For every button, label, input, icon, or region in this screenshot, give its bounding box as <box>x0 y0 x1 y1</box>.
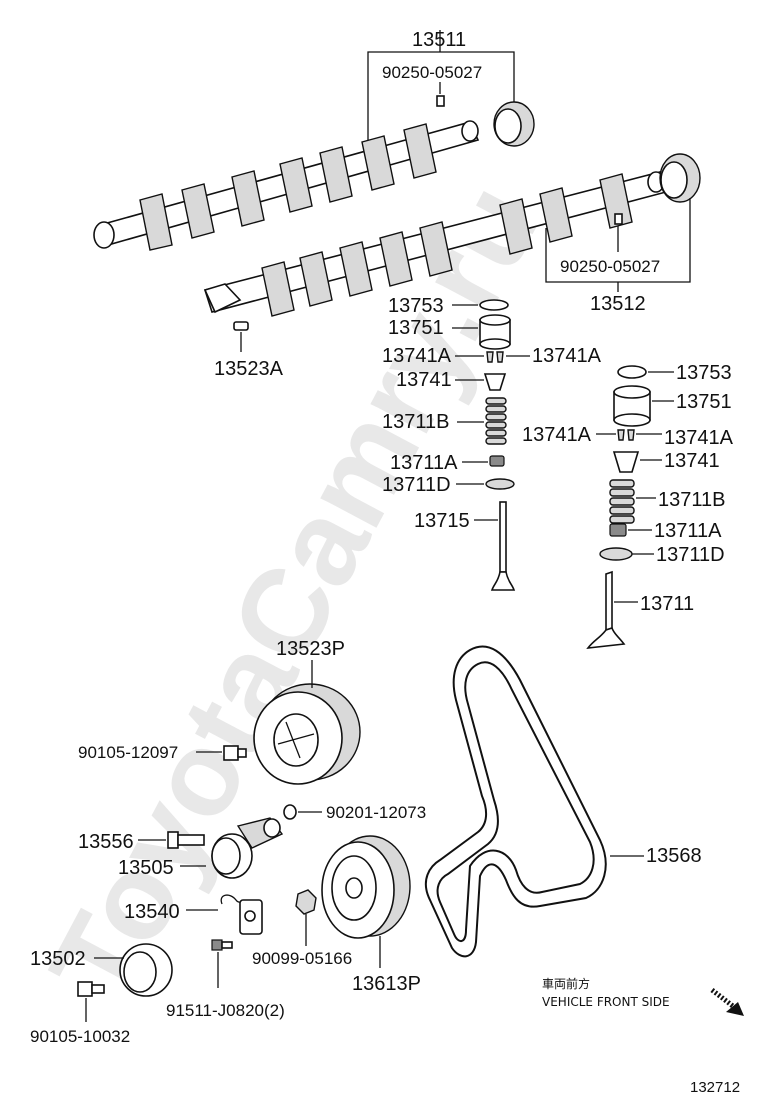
label-bolt-cam: 90105-12097 <box>78 743 178 762</box>
label-crank-pulley: 13613P <box>352 973 421 995</box>
label-nut-crank: 90099-05166 <box>252 949 352 968</box>
valve-2-icon <box>586 570 626 649</box>
label-shim-2: 13753 <box>676 362 732 384</box>
label-lifter-2: 13751 <box>676 391 732 413</box>
shim-1-icon <box>479 299 509 311</box>
label-lifter-1: 13751 <box>388 317 444 339</box>
label-valve-2: 13711 <box>640 593 694 615</box>
seat-1-icon <box>489 455 505 467</box>
keeper-1b-icon <box>496 351 504 363</box>
label-seat-1: 13711A <box>390 452 458 474</box>
spring-2-icon <box>609 479 635 524</box>
label-plug: 90201-12073 <box>326 803 426 822</box>
shim-2-icon <box>617 365 647 379</box>
label-idler: 13502 <box>30 948 86 970</box>
tensioner-icon <box>211 817 284 879</box>
watermark: ToyotaCamry.ru <box>25 163 567 1023</box>
cam-pulley-icon <box>253 683 361 785</box>
tension-bolt-icon <box>167 831 205 849</box>
front-arrow-icon <box>710 988 744 1016</box>
retainer-2-icon <box>612 451 640 473</box>
label-bolt-2: 91511-J0820(2) <box>166 1001 285 1020</box>
label-washer-2: 13711D <box>656 544 725 566</box>
label-13512: 13512 <box>590 293 646 315</box>
diagram-id: 132712 <box>690 1079 740 1096</box>
pin-lower-icon <box>614 213 623 225</box>
cam-gear-upper <box>493 101 535 147</box>
tension-spring-icon <box>220 894 263 935</box>
lifter-2-icon <box>613 385 651 427</box>
label-tension-spring: 13540 <box>124 901 180 923</box>
camshaft-lower <box>203 171 668 317</box>
pin-upper-icon <box>436 95 445 107</box>
label-seat-2: 13711A <box>654 520 722 542</box>
keeper-1a-icon <box>486 351 494 363</box>
direction-note-jp: 車両前方 <box>542 976 590 991</box>
camshaft-upper <box>93 120 480 251</box>
label-pin-upper: 90250-05027 <box>382 63 482 82</box>
cam-gear-lower <box>659 153 701 203</box>
spring-1-icon <box>485 397 507 445</box>
bolt-cam-icon <box>223 745 247 761</box>
label-13523A: 13523A <box>214 358 284 380</box>
retainer-1-icon <box>483 373 507 391</box>
keeper-2b-icon <box>627 429 635 441</box>
label-retainer-1: 13741 <box>396 369 452 391</box>
label-spring-1: 13711B <box>382 411 449 433</box>
label-timing-belt: 13568 <box>646 845 702 867</box>
label-keeper-2b: 13741A <box>664 427 734 449</box>
valve-1-icon <box>490 501 516 591</box>
label-cam-pulley: 13523P <box>276 638 345 660</box>
seat-2-icon <box>609 523 627 537</box>
keeper-2a-icon <box>617 429 625 441</box>
bolt-idler-icon <box>77 981 105 997</box>
label-keeper-1b: 13741A <box>532 345 602 367</box>
idler-icon <box>119 943 173 997</box>
washer-1-icon <box>485 478 515 490</box>
direction-note-en: VEHICLE FRONT SIDE <box>542 995 670 1009</box>
crank-pulley-icon <box>321 835 411 939</box>
label-bolt-idler: 90105-10032 <box>30 1027 130 1046</box>
label-13511: 13511 <box>412 29 466 51</box>
nut-crank-icon <box>295 889 317 915</box>
label-spring-2: 13711B <box>658 489 725 511</box>
label-keeper-2a: 13741A <box>522 424 592 446</box>
label-keeper-1a: 13741A <box>382 345 452 367</box>
label-valve-1: 13715 <box>414 510 470 532</box>
bolt-2-icon <box>211 939 233 951</box>
label-pin-lower: 90250-05027 <box>560 257 660 276</box>
label-shim-1: 13753 <box>388 295 444 317</box>
timing-belt-icon <box>424 645 607 958</box>
label-washer-1: 13711D <box>382 474 451 496</box>
label-tensioner: 13505 <box>118 857 174 879</box>
label-tension-bolt: 13556 <box>78 831 134 853</box>
plug-icon <box>283 804 297 820</box>
lifter-1-icon <box>479 314 511 350</box>
washer-2-icon <box>599 547 633 561</box>
key-icon <box>233 321 249 331</box>
label-retainer-2: 13741 <box>664 450 720 472</box>
